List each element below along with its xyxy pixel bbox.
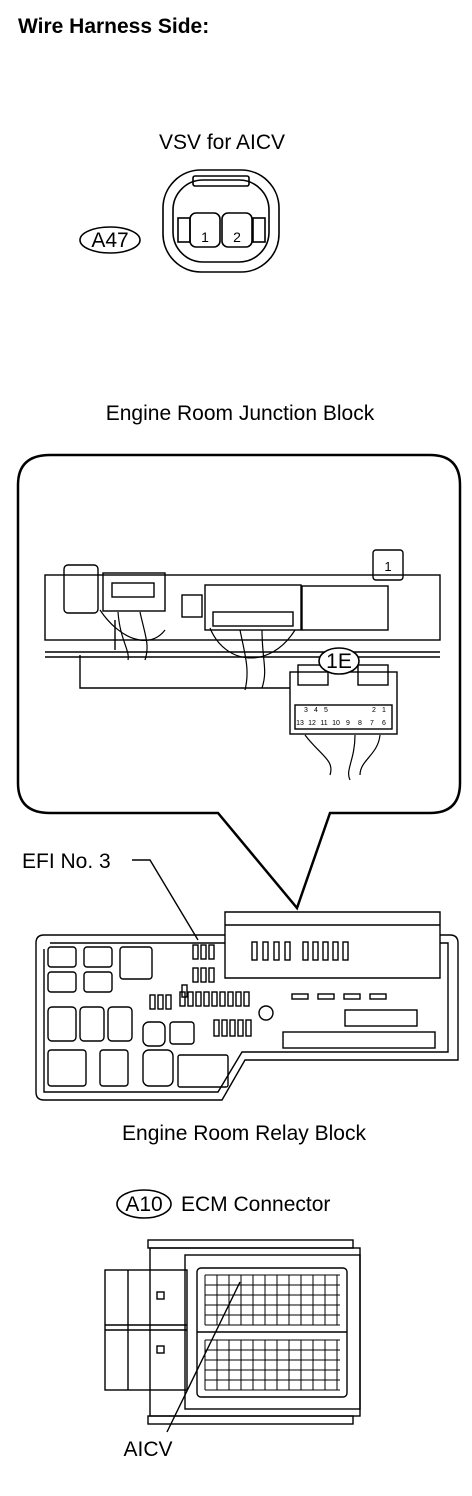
connector-1e-pins: 3 4 5 2 1 13 12 11 10 9 8 7 6 — [296, 707, 386, 727]
ecm-code-badge: A10 — [116, 1189, 172, 1219]
ecm-pin-grid — [204, 1274, 340, 1391]
ecm-connector — [104, 1239, 361, 1425]
junction-pin1-label: 1 — [384, 559, 391, 574]
svg-text:12: 12 — [308, 720, 316, 727]
svg-text:5: 5 — [324, 707, 328, 714]
vsv-pin-1: 1 — [201, 229, 209, 245]
svg-text:3: 3 — [304, 707, 308, 714]
svg-text:6: 6 — [382, 720, 386, 727]
efi-leader-line — [132, 859, 199, 941]
svg-text:4: 4 — [314, 707, 318, 714]
aicv-leader-line — [166, 1281, 241, 1433]
svg-text:1E: 1E — [326, 650, 352, 673]
svg-text:2: 2 — [372, 707, 376, 714]
svg-text:9: 9 — [346, 720, 350, 727]
page-title: Wire Harness Side: — [18, 15, 209, 38]
connector-1e-badge: 1E — [318, 647, 360, 675]
junction-callout-balloon — [16, 453, 462, 911]
relay-block-outline — [35, 911, 459, 1101]
relay-block-title: Engine Room Relay Block — [122, 1122, 366, 1145]
svg-text:1: 1 — [382, 707, 386, 714]
svg-text:7: 7 — [370, 720, 374, 727]
svg-text:13: 13 — [296, 720, 304, 727]
vsv-connector — [162, 169, 280, 273]
ecm-title: ECM Connector — [181, 1193, 330, 1216]
junction-block-title: Engine Room Junction Block — [106, 402, 375, 425]
vsv-code-badge: A47 — [79, 226, 141, 254]
vsv-title: VSV for AICV — [159, 131, 285, 154]
vsv-pin-2: 2 — [233, 229, 241, 245]
svg-text:10: 10 — [332, 720, 340, 727]
svg-text:11: 11 — [320, 720, 327, 727]
efi-fuse-label: EFI No. 3 — [22, 850, 111, 873]
junction-wire-bundle — [99, 609, 381, 781]
svg-text:A47: A47 — [91, 229, 128, 252]
svg-text:8: 8 — [358, 720, 362, 727]
aicv-terminal-label: AICV — [123, 1438, 172, 1461]
svg-text:A10: A10 — [125, 1193, 162, 1216]
